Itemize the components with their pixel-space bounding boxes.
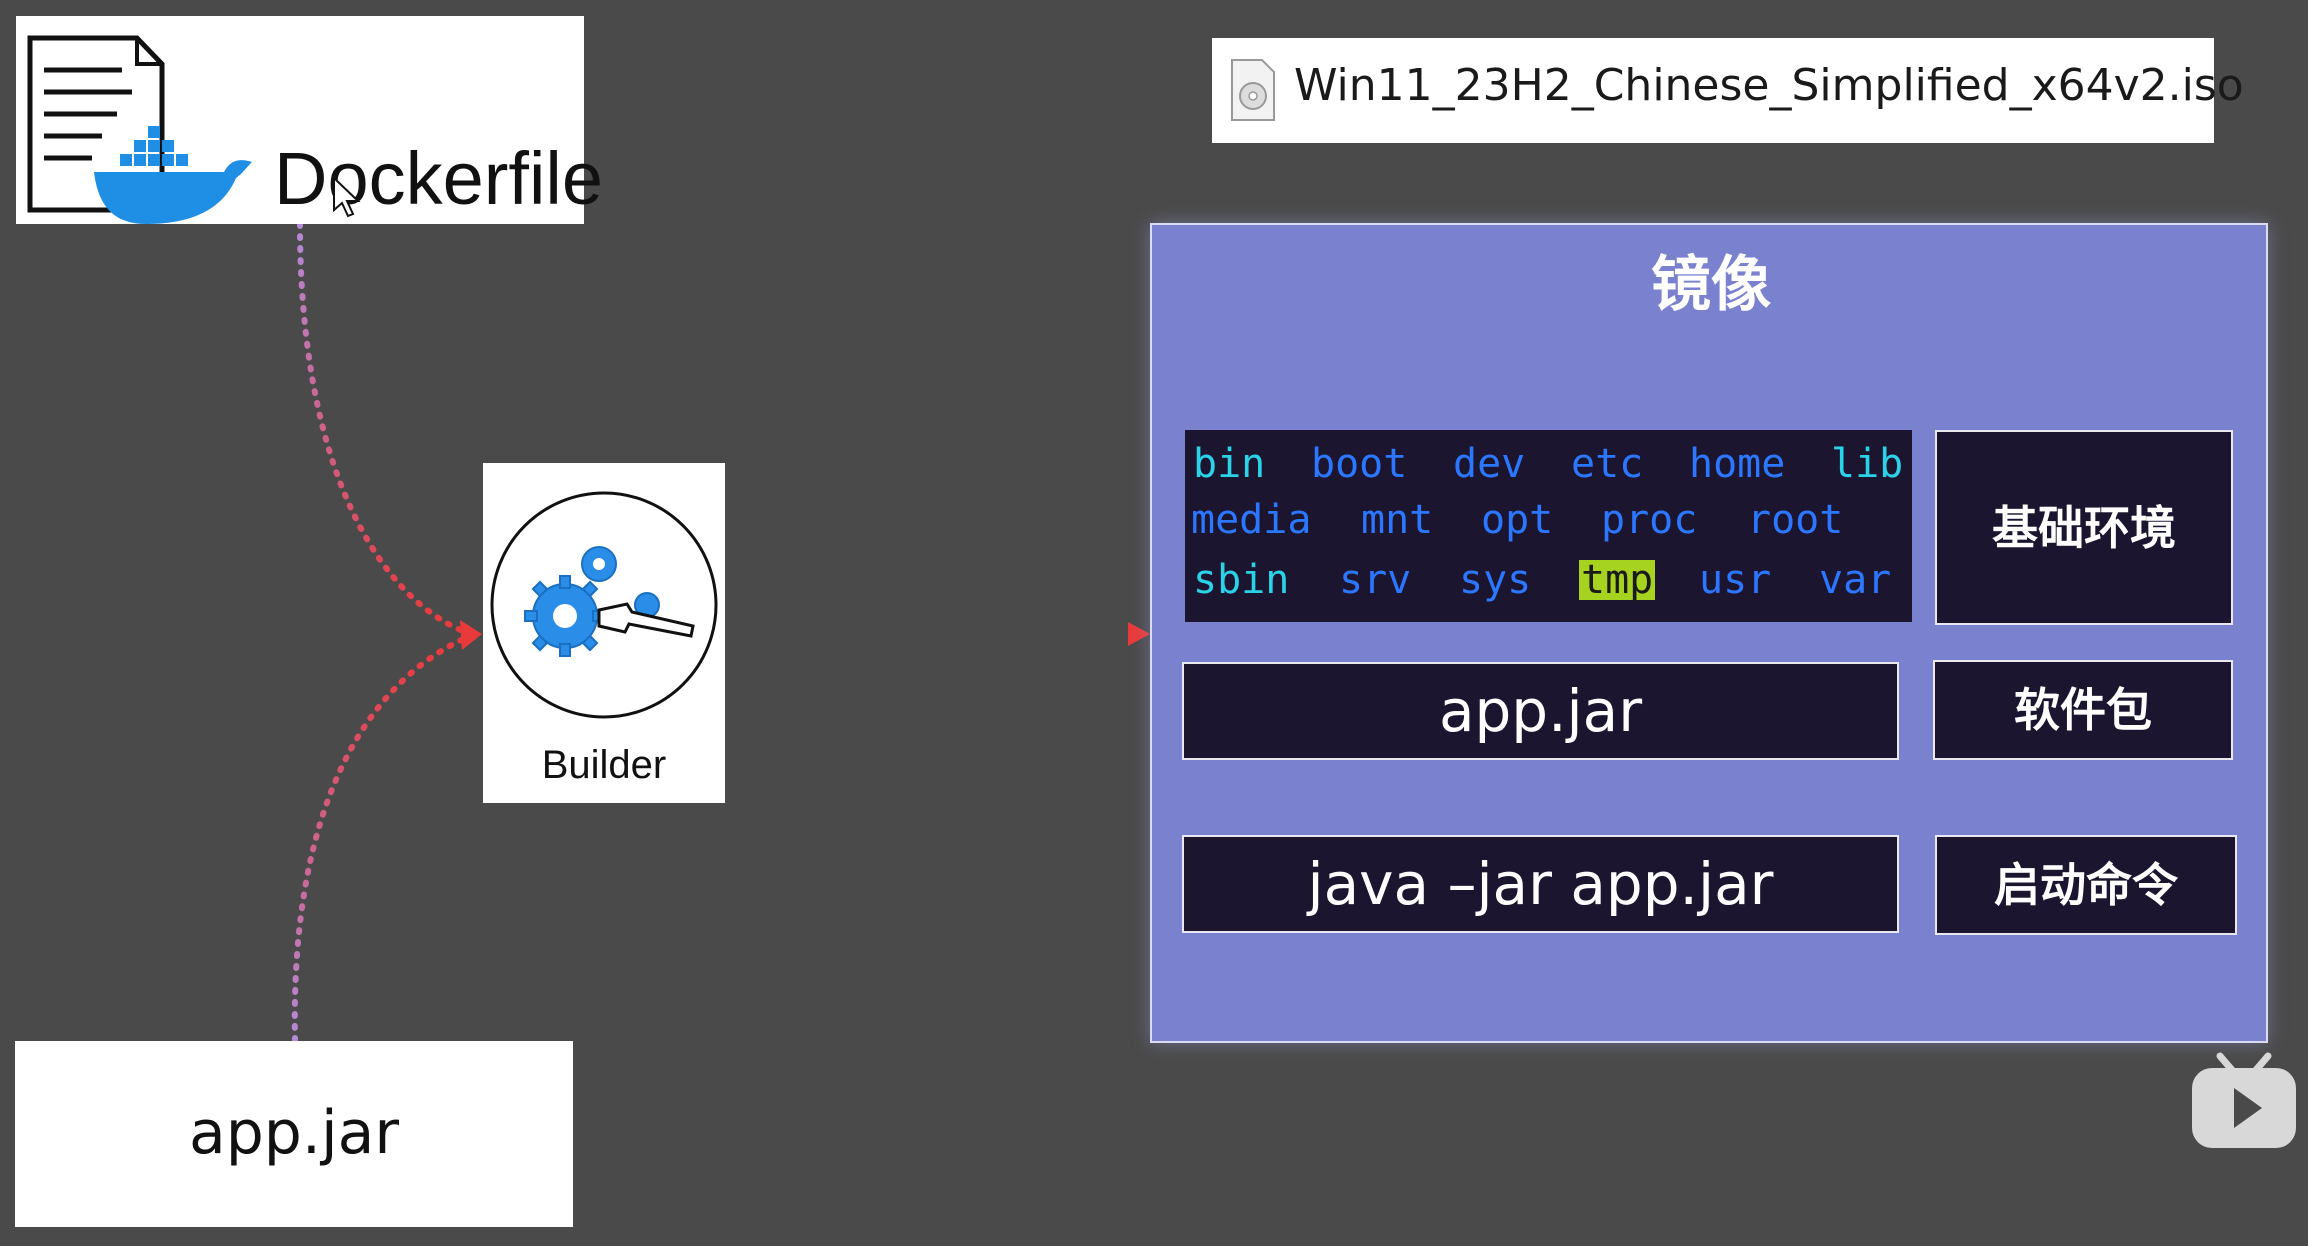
fs-dir: sys <box>1459 557 1532 603</box>
fs-dir: bin <box>1193 441 1266 487</box>
fs-dir: etc <box>1571 441 1644 487</box>
start-command-box: 启动命令 <box>1935 835 2237 935</box>
app-jar-source-card: app.jar <box>15 1041 573 1227</box>
fs-dir: mnt <box>1361 497 1434 543</box>
gears-wrench-icon <box>490 491 718 719</box>
cursor-icon <box>333 175 361 218</box>
iso-file-name: Win11_23H2_Chinese_Simplified_x64v2.iso <box>1294 60 2244 111</box>
fs-dir: srv <box>1339 557 1412 603</box>
fs-dir: home <box>1689 441 1786 487</box>
iso-file-icon <box>1231 59 1275 121</box>
fs-dir: boot <box>1311 441 1408 487</box>
base-environment-box: 基础环境 <box>1935 430 2233 625</box>
fs-dir: root <box>1747 497 1844 543</box>
builder-label: Builder <box>541 743 667 787</box>
fs-dir: media <box>1191 497 1312 543</box>
document-icon <box>27 35 165 213</box>
arrow-dockerfile-to-builder <box>297 221 471 636</box>
app-jar-source-label: app.jar <box>188 1098 400 1168</box>
docker-whale-icon <box>94 126 252 224</box>
fs-dir: usr <box>1699 557 1772 603</box>
arrow-appjar-to-builder <box>291 634 471 1043</box>
software-package-box: 软件包 <box>1933 660 2233 760</box>
fs-dir: lib <box>1831 441 1904 487</box>
fs-dir: dev <box>1453 441 1526 487</box>
builder-card: Builder <box>483 463 725 803</box>
start-command-layer: java –jar app.jar <box>1182 835 1899 933</box>
iso-file-chip[interactable]: Win11_23H2_Chinese_Simplified_x64v2.iso <box>1212 38 2244 143</box>
arrowhead-image <box>1128 622 1150 646</box>
image-title: 镜像 <box>1651 250 1771 320</box>
app-jar-layer: app.jar <box>1182 662 1899 760</box>
image-panel: 镜像 bin boot dev etc home lib media mnt o… <box>1150 223 2268 1043</box>
fs-dir-highlighted: tmp <box>1579 557 1656 603</box>
arrowhead-builder <box>460 620 482 650</box>
fs-dir: opt <box>1481 497 1554 543</box>
dockerfile-card: Dockerfile <box>16 16 603 224</box>
dockerfile-label: Dockerfile <box>274 137 603 220</box>
fs-dir: var <box>1819 557 1892 603</box>
fs-dir: sbin <box>1193 557 1290 603</box>
play-badge-icon[interactable] <box>2190 1050 2298 1150</box>
fs-dir: proc <box>1601 497 1698 543</box>
filesystem-listing: bin boot dev etc home lib media mnt opt … <box>1185 430 1912 622</box>
